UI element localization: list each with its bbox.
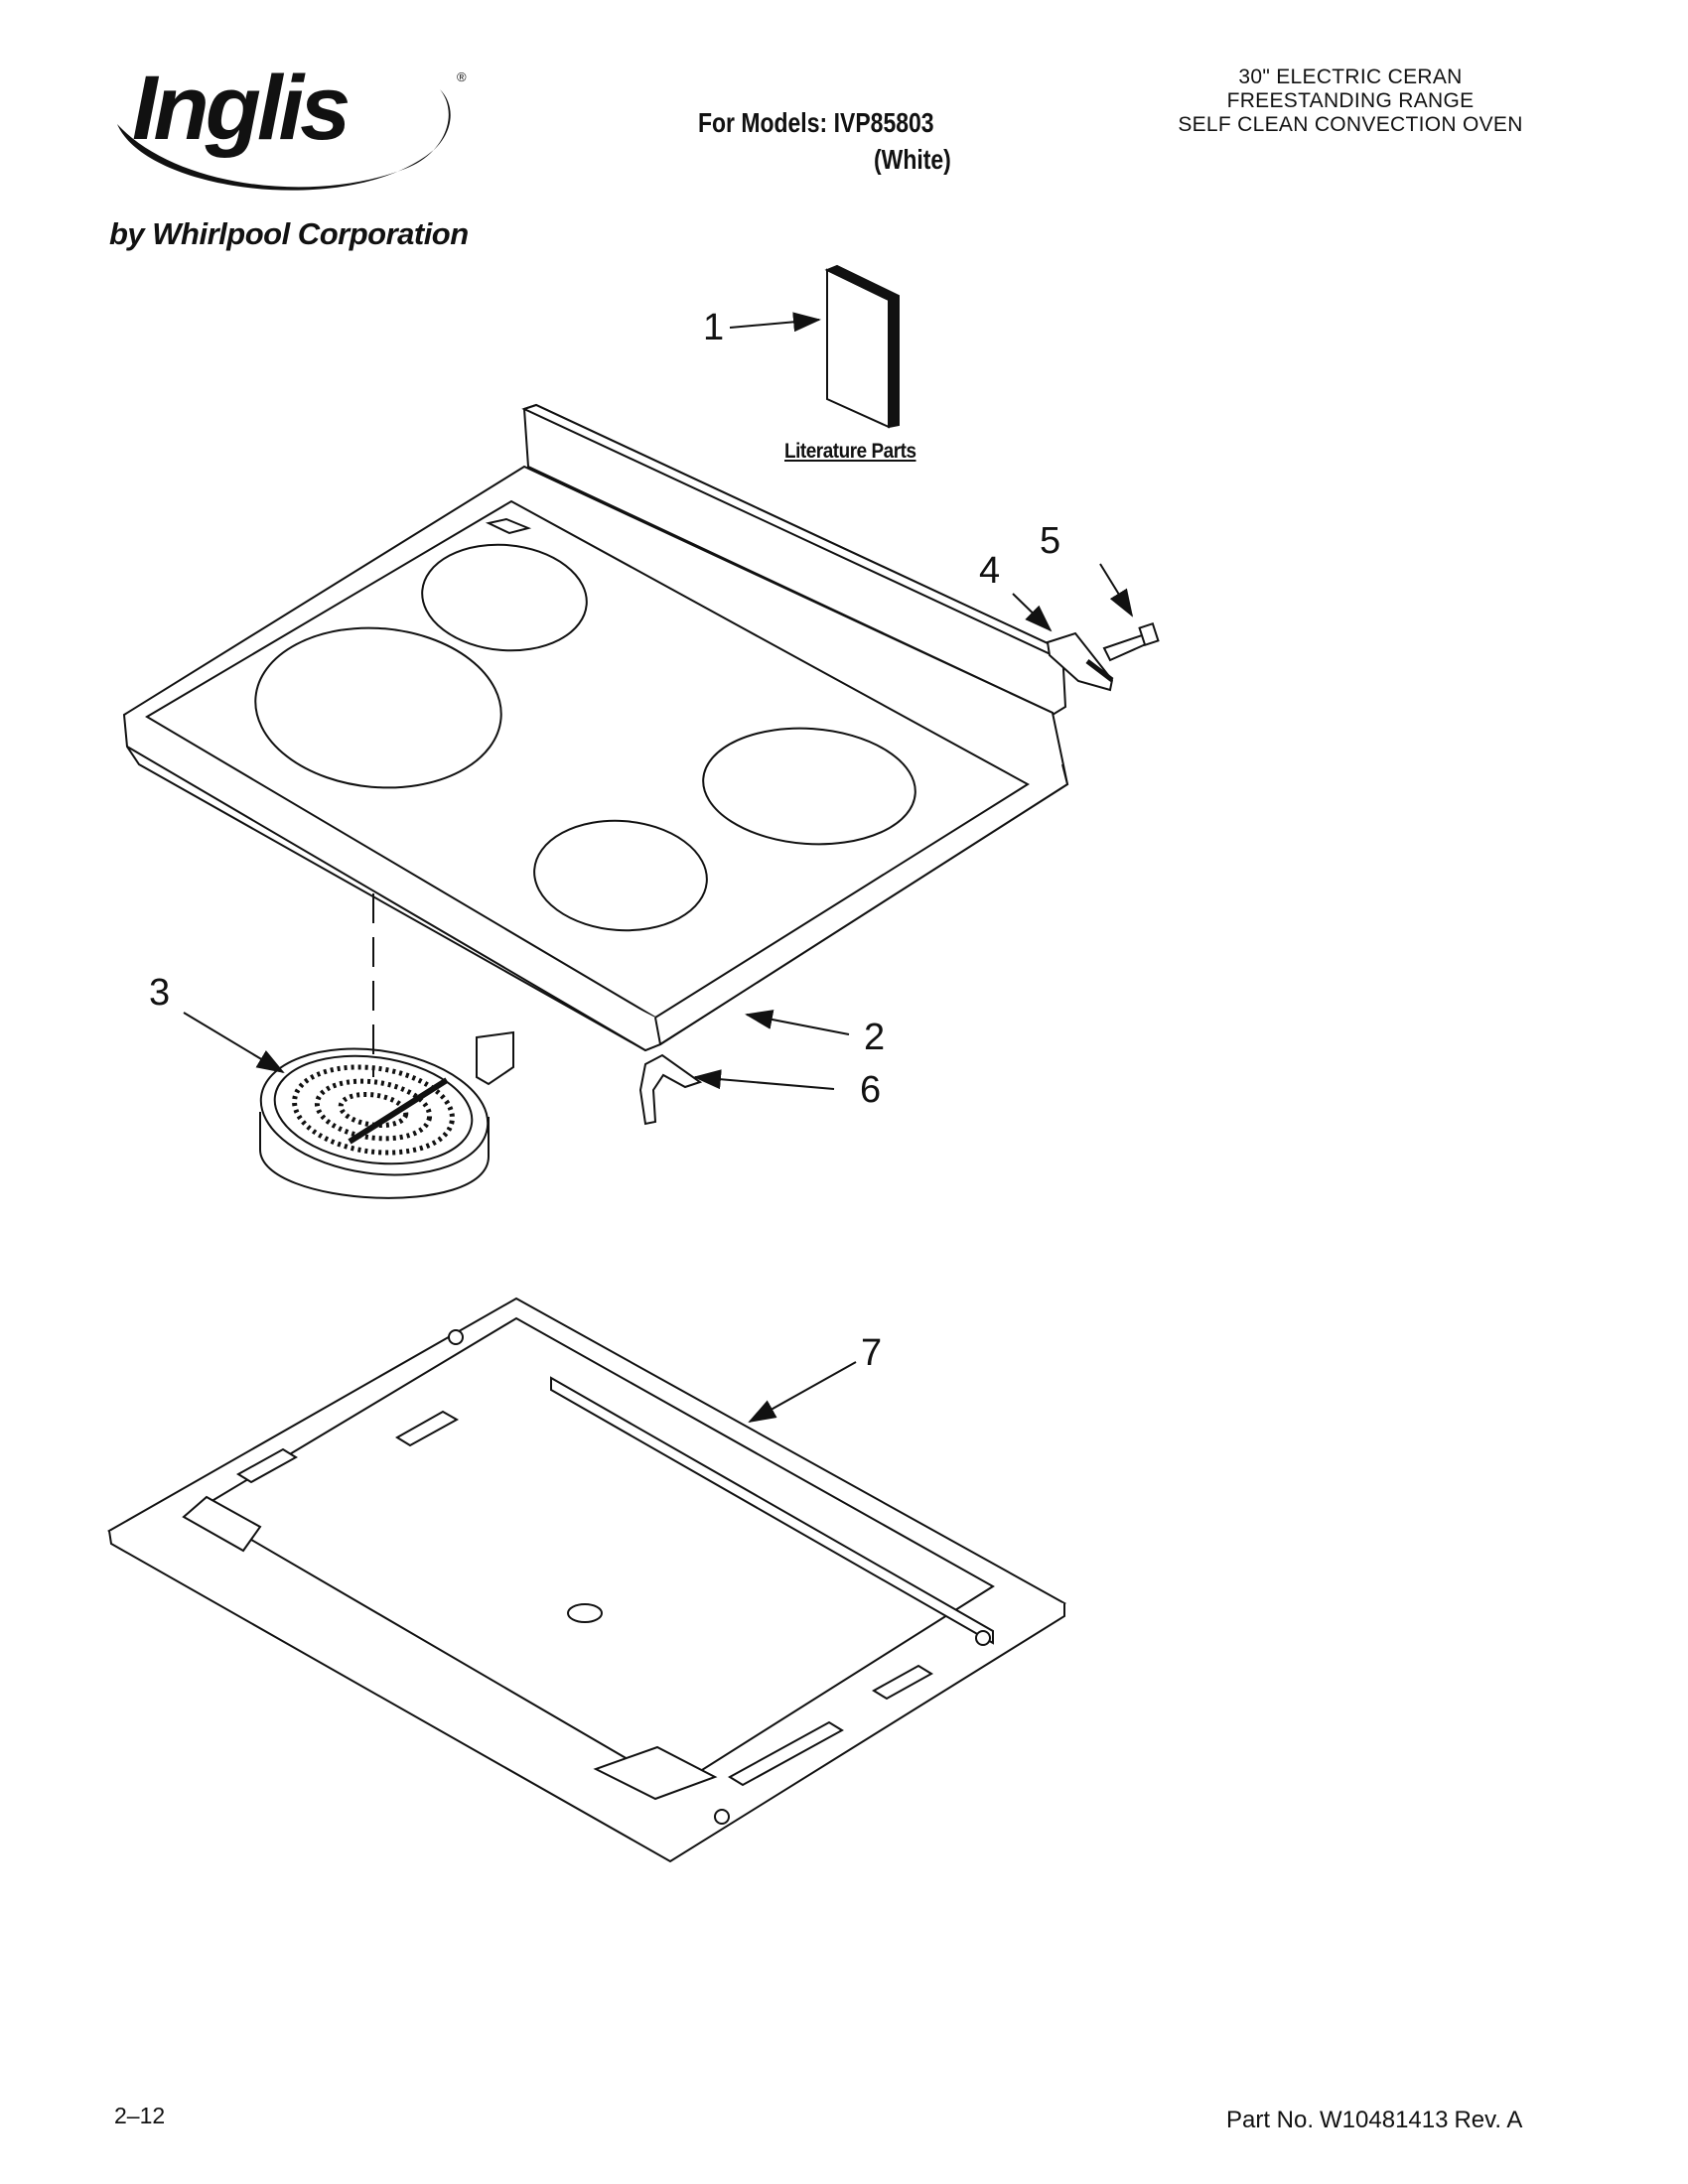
leader-7: [748, 1361, 857, 1423]
models-line: For Models:IVP85803: [698, 107, 934, 139]
inglis-logo: Inglis ®: [117, 58, 467, 191]
bottom-panel: [106, 1297, 1066, 1863]
burner-zone-front-left: [254, 626, 502, 789]
leader-5: [1099, 563, 1134, 617]
mounting-bracket: [1046, 631, 1114, 692]
literature-booklet: [824, 264, 900, 429]
cooktop-assembly: [122, 403, 1069, 1052]
leader-1: [729, 312, 821, 333]
model-number: IVP85803: [833, 107, 934, 138]
callout-5: 5: [1040, 520, 1060, 562]
page-code: 2–12: [114, 2103, 166, 2128]
callout-2: 2: [864, 1017, 885, 1058]
part-number-value: W10481413: [1320, 2107, 1449, 2133]
product-title-line: FREESTANDING RANGE: [1226, 89, 1475, 112]
burner-zone-rear-right: [702, 727, 916, 846]
leader-6: [693, 1069, 835, 1090]
product-title: 30" ELECTRIC CERAN FREESTANDING RANGE SE…: [1132, 66, 1569, 137]
model-variant: (White): [874, 144, 951, 175]
logo-wordmark-text: Inglis: [132, 58, 349, 159]
literature-parts-label: Literature Parts: [784, 440, 916, 463]
burner-zone-rear-left: [421, 543, 588, 652]
part-number-label: Part No.: [1226, 2107, 1315, 2133]
callout-4: 4: [979, 550, 1000, 592]
burner-zone-front-right: [533, 819, 708, 932]
callout-1: 1: [703, 307, 724, 348]
models-label: For Models:: [698, 107, 828, 138]
callout-3: 3: [149, 972, 170, 1014]
brand-byline: by Whirlpool Corporation: [109, 216, 469, 251]
leader-3: [183, 1012, 285, 1074]
cooktop-badge: [485, 517, 532, 535]
radiant-element: [259, 1030, 514, 1199]
cooktop-front-edge: [126, 746, 662, 1052]
product-title-line: 30" ELECTRIC CERAN: [1238, 66, 1463, 88]
leader-4: [1012, 593, 1053, 632]
callout-6: 6: [860, 1069, 881, 1111]
registered-mark: ®: [457, 69, 467, 84]
leader-2: [745, 1010, 850, 1035]
mounting-screw: [1102, 622, 1160, 662]
product-title-line: SELF CLEAN CONVECTION OVEN: [1178, 113, 1523, 136]
cooktop-right-edge: [659, 763, 1069, 1045]
cooktop-clip: [638, 1053, 703, 1126]
part-revision: Rev. A: [1454, 2107, 1523, 2133]
callout-7: 7: [861, 1332, 882, 1374]
